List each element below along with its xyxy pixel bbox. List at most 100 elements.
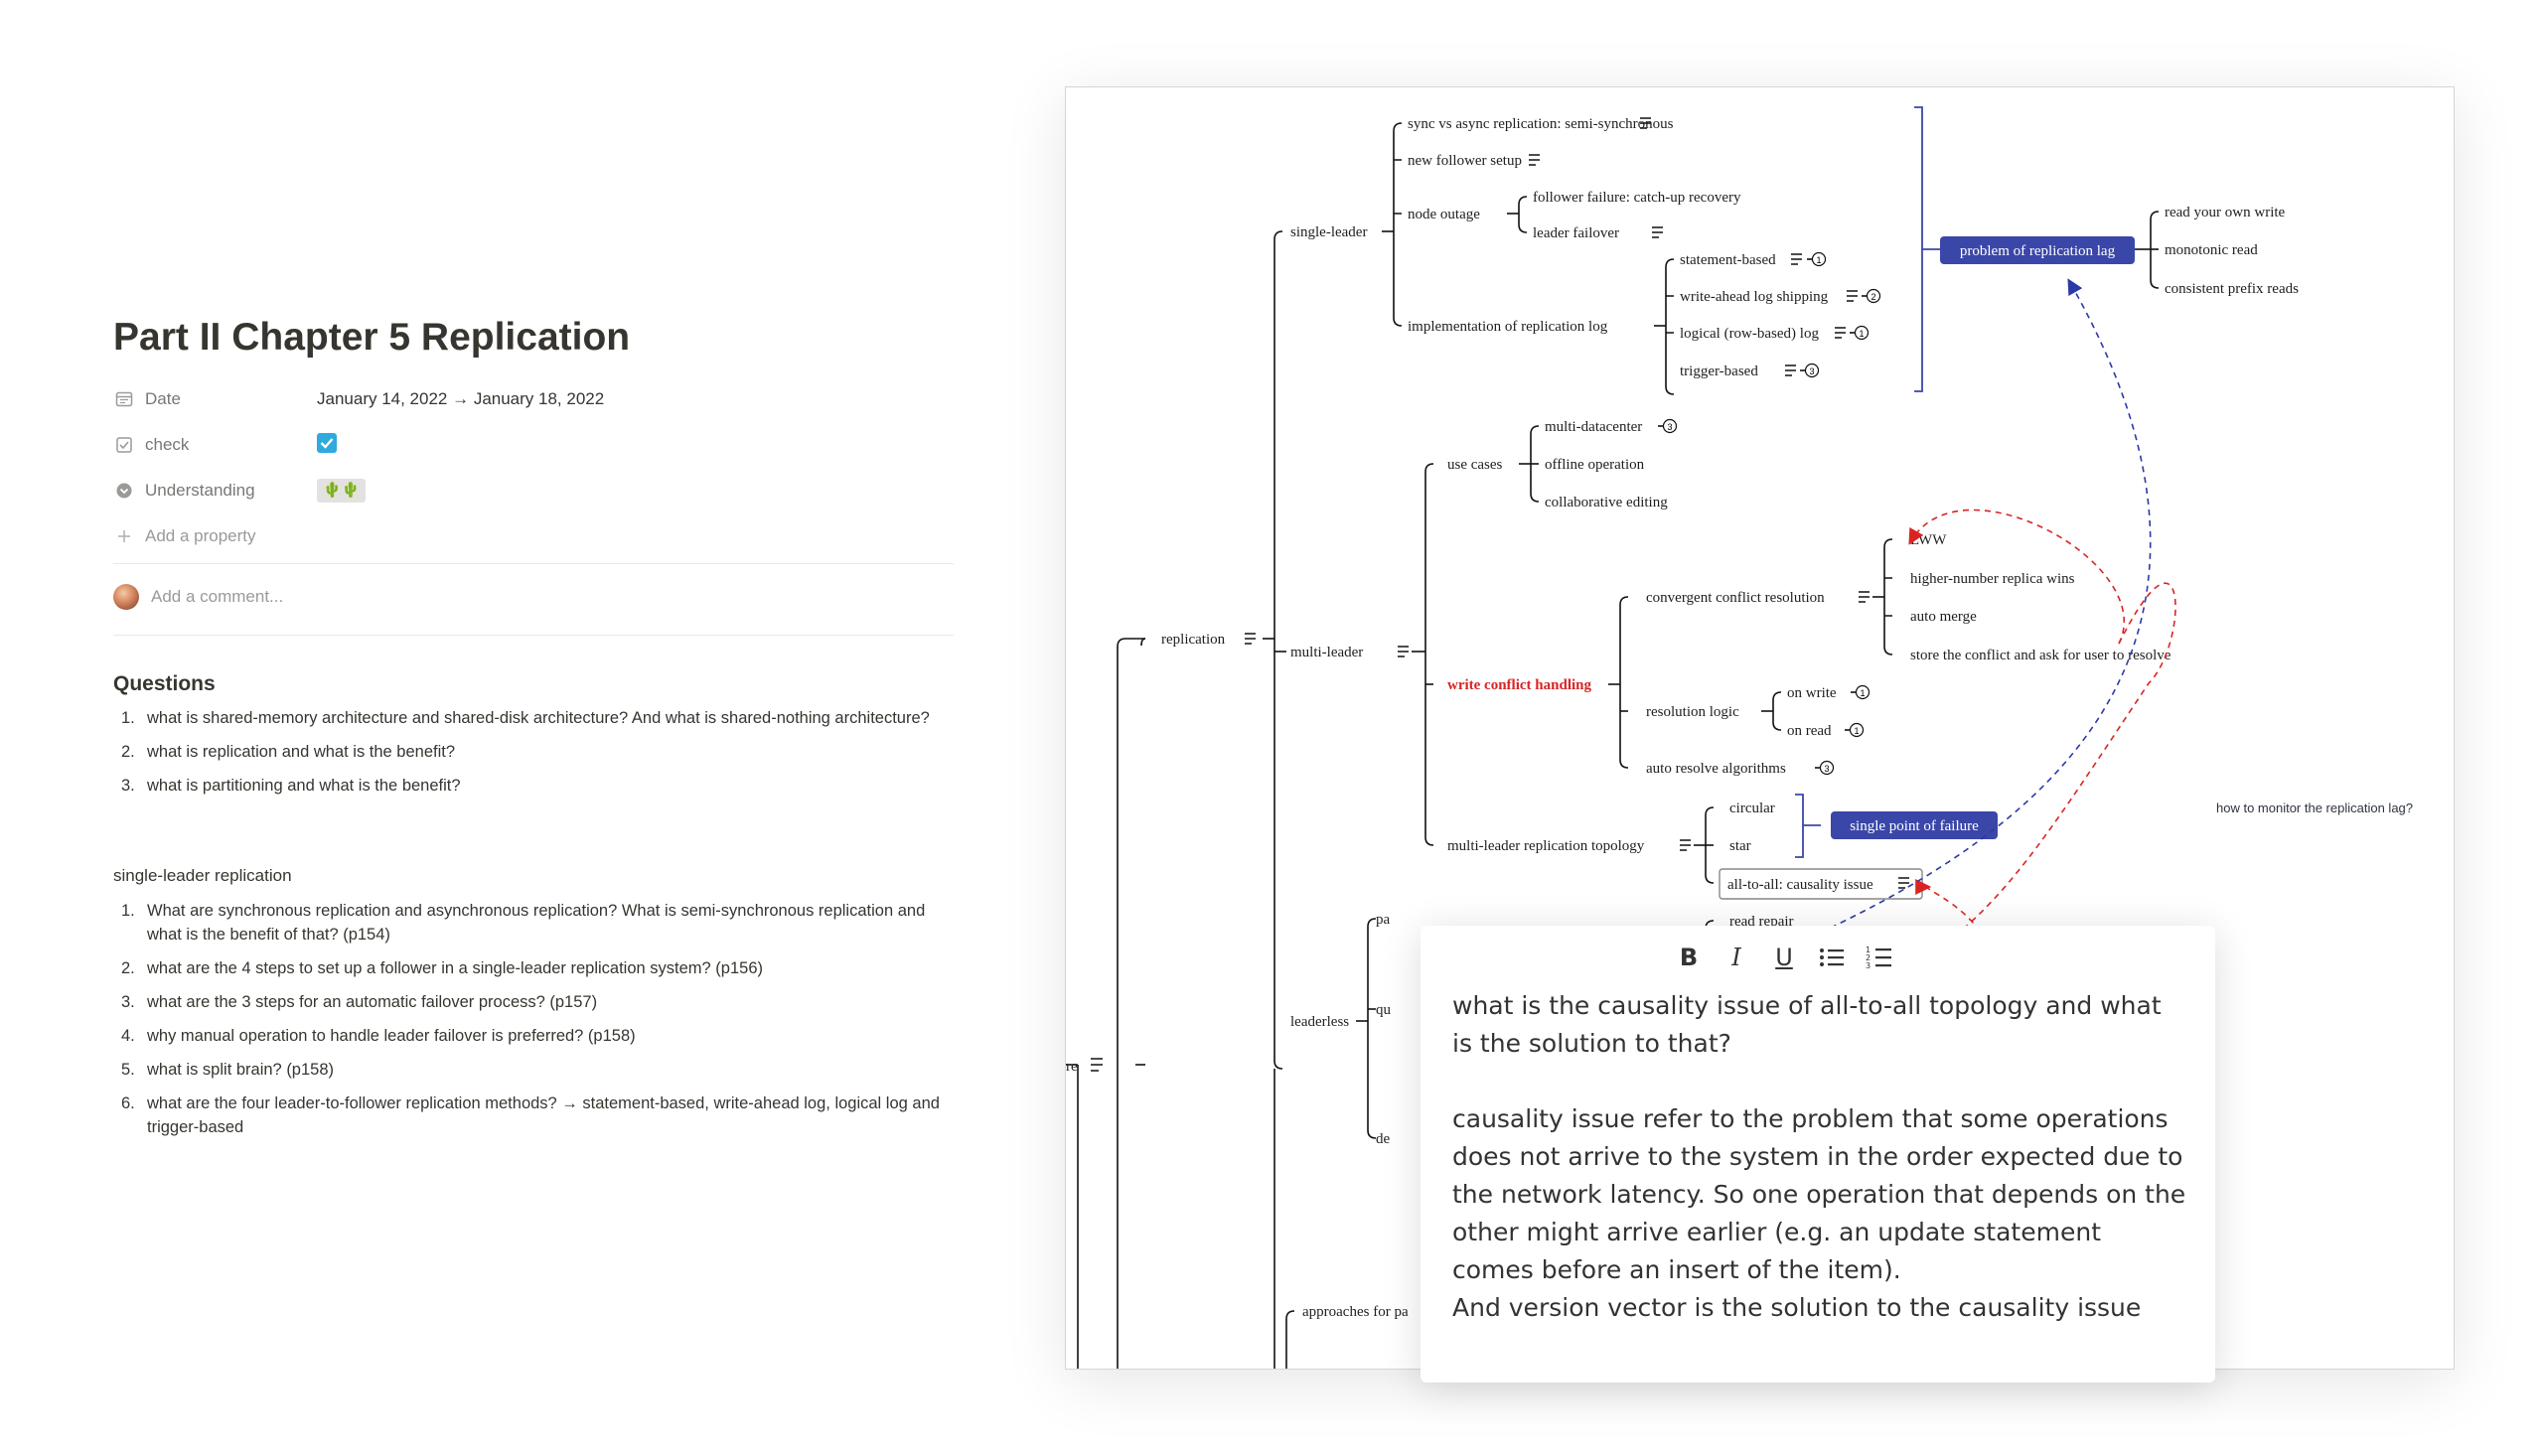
mindmap-node-pa[interactable]: pa: [1376, 912, 1391, 928]
link-badge-icon[interactable]: 1: [1807, 251, 1827, 267]
list-item: 4.why manual operation to handle leader …: [121, 1027, 636, 1045]
mindmap-node-auto-resolve[interactable]: auto resolve algorithms: [1646, 761, 1786, 777]
svg-text:3: 3: [1824, 764, 1829, 774]
property-understanding[interactable]: Understanding 🌵🌵: [113, 471, 367, 510]
note-answer-2[interactable]: And version vector is the solution to th…: [1452, 1293, 2142, 1322]
property-name: Date: [145, 389, 181, 408]
relationship-line[interactable]: [1959, 582, 2176, 933]
mindmap-node-higher-number[interactable]: higher-number replica wins: [1910, 571, 2075, 587]
divider: [113, 563, 954, 564]
avatar: [113, 584, 139, 610]
mindmap-node-problem-lag[interactable]: [1940, 236, 2135, 264]
mindmap-node-new-follower[interactable]: new follower setup: [1408, 153, 1522, 169]
mindmap-node-impl-log[interactable]: implementation of replication log: [1408, 319, 1608, 335]
mindmap-node-sync-async[interactable]: sync vs async replication: semi-synchron…: [1408, 116, 1674, 132]
mindmap-node-leaderless[interactable]: leaderless: [1290, 1014, 1349, 1030]
mindmap-node-node-outage[interactable]: node outage: [1408, 207, 1480, 222]
link-badge-icon[interactable]: 2: [1862, 288, 1881, 304]
mindmap-node-collab-editing[interactable]: collaborative editing: [1545, 495, 1668, 510]
svg-text:2: 2: [1871, 292, 1875, 302]
note-icon[interactable]: [1091, 1058, 1103, 1072]
bold-button[interactable]: B: [1679, 944, 1699, 971]
relationship-label[interactable]: how to monitor the replication lag?: [2216, 801, 2413, 815]
comment-input[interactable]: Add a comment...: [113, 584, 283, 610]
mindmap-node-all-to-all: all-to-all: causality issue: [1727, 877, 1873, 893]
relationship-line[interactable]: [1800, 278, 2152, 943]
mindmap-node-store-conflict[interactable]: store the conflict and ask for user to r…: [1910, 648, 2171, 663]
problem-lag-label: problem of replication lag: [1960, 243, 2116, 259]
date-value[interactable]: January 14, 2022 → January 18, 2022: [317, 389, 605, 408]
note-icon[interactable]: [1898, 877, 1909, 889]
mindmap-node-convergent[interactable]: convergent conflict resolution: [1646, 590, 1825, 606]
link-badge-icon[interactable]: 3: [1658, 418, 1678, 434]
mindmap-node-statement-based[interactable]: statement-based: [1680, 252, 1776, 268]
note-icon: [1785, 364, 1796, 376]
mindmap-node-leader-failover[interactable]: leader failover: [1533, 225, 1619, 241]
mindmap-canvas[interactable]: re replication single-leader sync vs asy…: [1065, 86, 2455, 1370]
mindmap-node-trigger-based[interactable]: trigger-based: [1680, 364, 1758, 379]
mindmap-node-auto-merge[interactable]: auto merge: [1910, 609, 1977, 625]
mindmap-node-root[interactable]: re: [1066, 1059, 1078, 1075]
mindmap-node-replication[interactable]: replication: [1161, 632, 1226, 648]
underline-button[interactable]: U: [1775, 944, 1793, 971]
mindmap-node-monotonic-read[interactable]: monotonic read: [2165, 242, 2258, 258]
mindmap-node-wal-shipping[interactable]: write-ahead log shipping: [1680, 289, 1829, 305]
mindmap-node-single-leader[interactable]: single-leader: [1290, 224, 1367, 240]
property-name: Understanding: [145, 481, 255, 500]
relationship-line[interactable]: [1915, 879, 1981, 933]
list-item: 6.what are the four leader-to-follower r…: [121, 1094, 940, 1136]
note-question[interactable]: what is the causality issue of all-to-al…: [1452, 991, 2162, 1058]
list-item: 2.what is replication and what is the be…: [121, 743, 456, 761]
link-badge-icon[interactable]: 3: [1800, 363, 1820, 378]
link-badge-icon[interactable]: 1: [1851, 684, 1871, 700]
numbered-list-icon: 123: [1866, 946, 1891, 970]
mindmap-node-resolution-logic[interactable]: resolution logic: [1646, 704, 1739, 720]
svg-text:1: 1: [1854, 726, 1859, 736]
mindmap-svg[interactable]: re replication single-leader sync vs asy…: [1066, 87, 2454, 1369]
mindmap-node-logical-log[interactable]: logical (row-based) log: [1680, 326, 1819, 342]
page-title: Part II Chapter 5 Replication: [113, 316, 631, 359]
mindmap-node-read-your-write[interactable]: read your own write: [2165, 205, 2286, 220]
relationship-line[interactable]: [1908, 509, 2126, 645]
property-name: check: [145, 435, 190, 454]
mindmap-node-on-read[interactable]: on read: [1787, 723, 1832, 739]
link-badge-icon[interactable]: 1: [1845, 722, 1865, 738]
property-check[interactable]: check: [113, 425, 337, 465]
mindmap-node-approaches[interactable]: approaches for pa: [1302, 1304, 1409, 1320]
note-icon: [1529, 154, 1540, 166]
note-answer[interactable]: causality issue refer to the problem tha…: [1452, 1104, 2186, 1284]
mindmap-node-qu[interactable]: qu: [1376, 1002, 1392, 1018]
mindmap-node-topology[interactable]: multi-leader replication topology: [1447, 838, 1645, 854]
mindmap-node-consistent-prefix[interactable]: consistent prefix reads: [2165, 281, 2299, 297]
svg-text:3: 3: [1667, 422, 1672, 432]
bulleted-list-button[interactable]: [1814, 940, 1850, 975]
add-property-label: Add a property: [145, 526, 256, 545]
checkbox-icon: [113, 434, 135, 456]
understanding-tag[interactable]: 🌵🌵: [317, 479, 367, 503]
mindmap-node-use-cases[interactable]: use cases: [1447, 457, 1503, 473]
mindmap-node-multi-datacenter[interactable]: multi-datacenter: [1545, 419, 1642, 435]
note-icon: [1652, 226, 1663, 238]
mindmap-node-on-write[interactable]: on write: [1787, 685, 1837, 701]
questions-heading: Questions: [113, 672, 216, 695]
mindmap-node-multi-leader[interactable]: multi-leader: [1290, 645, 1363, 660]
property-date[interactable]: Date January 14, 2022 → January 18, 2022: [113, 379, 604, 419]
add-property-button[interactable]: Add a property: [113, 516, 256, 556]
select-icon: [113, 480, 135, 502]
mindmap-node-de[interactable]: de: [1376, 1131, 1391, 1147]
mindmap-node-offline-operation[interactable]: offline operation: [1545, 457, 1645, 473]
spof-label: single point of failure: [1850, 818, 1979, 834]
mindmap-node-circular[interactable]: circular: [1729, 801, 1775, 816]
mindmap-node-write-conflict[interactable]: write conflict handling: [1447, 677, 1591, 693]
mindmap-node-spof[interactable]: [1831, 811, 1998, 839]
check-checkbox[interactable]: [317, 432, 337, 458]
note-icon: [1859, 591, 1870, 603]
mindmap-node-follower-failure[interactable]: follower failure: catch-up recovery: [1533, 190, 1741, 206]
list-item: 3.what are the 3 steps for an automatic …: [121, 993, 598, 1011]
link-badge-icon[interactable]: 1: [1850, 325, 1870, 341]
link-badge-icon[interactable]: 3: [1815, 760, 1835, 776]
mindmap-node-star[interactable]: star: [1729, 838, 1751, 854]
italic-button[interactable]: I: [1731, 944, 1741, 971]
